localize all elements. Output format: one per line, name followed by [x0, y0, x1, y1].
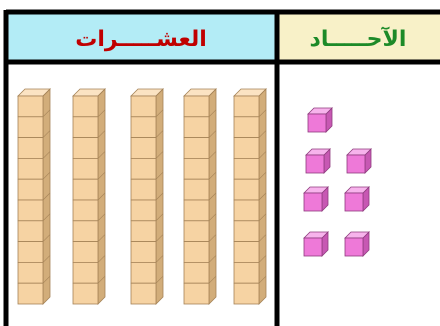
tens-rod [234, 89, 266, 304]
ones-cubes [304, 108, 371, 256]
tens-rod [184, 89, 216, 304]
tens-rods [18, 89, 266, 304]
rod-unit-cube [73, 158, 98, 179]
rod-unit-cube [234, 221, 259, 242]
rod-unit-cube [18, 138, 43, 159]
rod-unit-cube [73, 262, 98, 283]
rod-unit-cube [131, 242, 156, 263]
rod-unit-cube [184, 200, 209, 221]
rod-unit-cube [18, 179, 43, 200]
rod-unit-cube [131, 179, 156, 200]
rod-unit-cube [73, 283, 98, 304]
rod-unit-cube [73, 200, 98, 221]
rod-unit-cube [18, 117, 43, 138]
rod-unit-cube [73, 242, 98, 263]
rod-unit-cube [184, 221, 209, 242]
rod-unit-cube [18, 262, 43, 283]
rod-unit-cube [131, 138, 156, 159]
rod-unit-cube [184, 179, 209, 200]
rod-unit-cube [73, 117, 98, 138]
ones-cube [304, 232, 328, 256]
ones-header-label: الآحـــــاد [310, 26, 407, 52]
rod-unit-cube [131, 283, 156, 304]
rod-unit-cube [18, 158, 43, 179]
rod-unit-cube [234, 96, 259, 117]
ones-cube [345, 232, 369, 256]
rod-unit-cube [234, 262, 259, 283]
rod-unit-cube [234, 179, 259, 200]
rod-unit-cube [131, 96, 156, 117]
rod-unit-cube [18, 283, 43, 304]
rod-unit-cube [73, 179, 98, 200]
tens-rod [73, 89, 105, 304]
rod-unit-cube [18, 200, 43, 221]
ones-cube [304, 187, 328, 211]
rod-unit-cube [18, 221, 43, 242]
rod-unit-cube [73, 96, 98, 117]
rod-unit-cube [184, 96, 209, 117]
rod-unit-cube [18, 96, 43, 117]
ones-cube [308, 108, 332, 132]
ones-cube [306, 149, 330, 173]
rod-unit-cube [131, 221, 156, 242]
tens-rod [131, 89, 163, 304]
rod-unit-cube [184, 138, 209, 159]
rod-unit-cube [234, 242, 259, 263]
rod-unit-cube [184, 262, 209, 283]
rod-unit-cube [131, 262, 156, 283]
rod-unit-cube [234, 283, 259, 304]
rod-unit-cube [131, 200, 156, 221]
ones-cube [345, 187, 369, 211]
rod-unit-cube [234, 158, 259, 179]
rod-unit-cube [184, 242, 209, 263]
rod-unit-cube [131, 117, 156, 138]
rod-unit-cube [73, 138, 98, 159]
rod-unit-cube [234, 200, 259, 221]
rod-unit-cube [234, 138, 259, 159]
rod-unit-cube [73, 221, 98, 242]
rod-unit-cube [184, 158, 209, 179]
rod-unit-cube [184, 117, 209, 138]
rod-unit-cube [18, 242, 43, 263]
ones-cube [347, 149, 371, 173]
tens-rod [18, 89, 50, 304]
rod-unit-cube [131, 158, 156, 179]
rod-unit-cube [184, 283, 209, 304]
rod-unit-cube [234, 117, 259, 138]
tens-header-label: العشـــــرات [75, 27, 207, 52]
